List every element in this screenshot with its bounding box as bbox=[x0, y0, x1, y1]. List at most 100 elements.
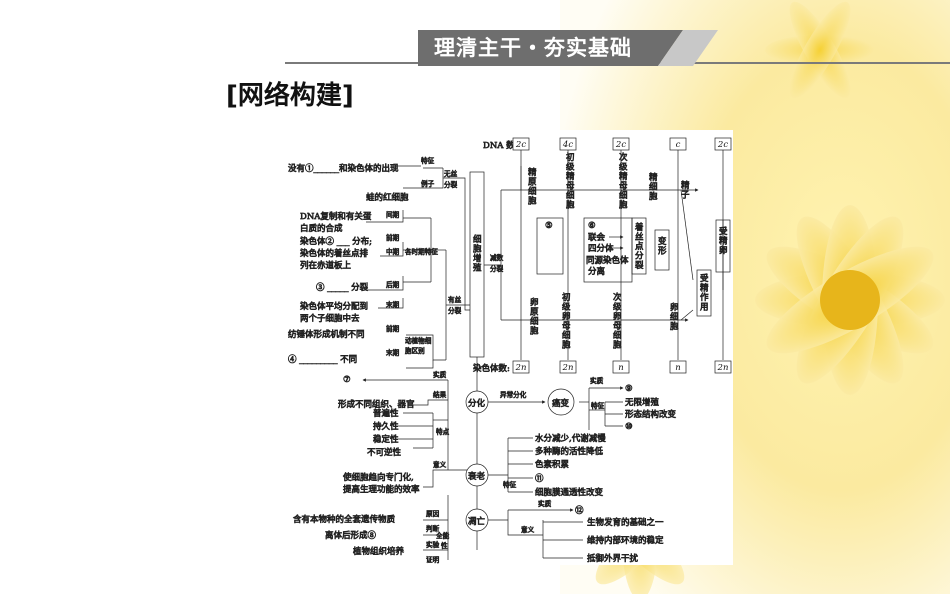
homolog-sep-1: 同源染色体 bbox=[586, 255, 629, 266]
flower-icon bbox=[755, 205, 945, 395]
chromosome-value-4: 2n bbox=[717, 363, 729, 373]
chromosome-box-1 bbox=[559, 360, 577, 374]
transform-label: 变形 bbox=[658, 236, 667, 257]
judgment-label: 判断 bbox=[426, 524, 440, 533]
apoptosis-meaning-label: 意义 bbox=[521, 525, 535, 534]
apoptosis-stability: 维持内部环境的稳定 bbox=[587, 535, 664, 546]
prophase-label: 前期 bbox=[386, 233, 400, 242]
diff-result-label: 结果 bbox=[433, 390, 447, 399]
aging-label: 衰老 bbox=[468, 471, 486, 482]
spermatid-label: 精细胞 bbox=[649, 172, 658, 202]
mitosis-division-label: 分裂 bbox=[448, 306, 462, 315]
amitosis-feature-label: 特征 bbox=[421, 156, 435, 165]
apoptosis-defense: 抵御外界干扰 bbox=[587, 553, 639, 564]
cytokinesis-text: ④ _________ 不同 bbox=[288, 355, 357, 365]
transform-box bbox=[654, 229, 670, 271]
aging-enzyme: 多种酶的活性降低 bbox=[535, 446, 604, 457]
universal: 普遍性 bbox=[373, 408, 399, 419]
metaphase-text-1: 染色体② ___ 分布; bbox=[300, 236, 372, 247]
fertilization-box bbox=[696, 269, 712, 317]
telophase-label: 末期 bbox=[386, 300, 400, 309]
meiosis-label: 减数 bbox=[490, 253, 504, 262]
dna-box-1 bbox=[559, 137, 577, 151]
homolog-sep-2: 分离 bbox=[588, 266, 605, 277]
secondary-spermatocyte-label: 次级精母细胞 bbox=[619, 152, 628, 211]
irreversible: 不可逆性 bbox=[367, 447, 402, 458]
aging-node bbox=[465, 463, 489, 487]
dna-box-4 bbox=[714, 137, 732, 151]
amitosis-example-label: 例子 bbox=[421, 179, 435, 188]
dna-box-0 bbox=[512, 137, 530, 151]
dna-value-2: 2c bbox=[615, 140, 626, 150]
diff-meaning-1: 使细胞趋向专门化, bbox=[343, 472, 414, 483]
blank-12: ⑫ bbox=[575, 506, 584, 516]
blank-10: ⑩ bbox=[625, 422, 633, 432]
chromosome-box-2 bbox=[612, 360, 630, 374]
fertilization-label: 受精作用 bbox=[700, 273, 709, 313]
aging-pigment: 色素积累 bbox=[535, 459, 569, 470]
diff-characteristic-label: 特点 bbox=[436, 427, 450, 436]
tissue-culture: 植物组织培养 bbox=[353, 546, 405, 557]
morph-change: 形态结构改变 bbox=[625, 409, 677, 420]
stable: 稳定性 bbox=[373, 434, 399, 445]
chromosome-box-3 bbox=[669, 360, 687, 374]
diff-essence-label: 实质 bbox=[433, 370, 447, 379]
cell-division-branch bbox=[361, 165, 470, 369]
secondary-oocyte-label: 次级卵母细胞 bbox=[613, 292, 622, 351]
dna-value-0: 2c bbox=[515, 140, 526, 150]
blank-5: ⑤ bbox=[545, 221, 553, 231]
primary-spermatocyte-label: 初级精母细胞 bbox=[566, 152, 575, 211]
chromosome-value-3: n bbox=[675, 363, 680, 373]
chromosome-value-0: 2n bbox=[515, 363, 527, 373]
metaphase-text-2: 染色体的着丝点排 bbox=[300, 248, 369, 259]
differentiation-label: 分化 bbox=[468, 398, 486, 409]
experiment-label: 实验 bbox=[426, 540, 440, 549]
aging-feature-label: 特征 bbox=[503, 480, 517, 489]
cell-proliferation-label: 细胞增殖 bbox=[473, 234, 482, 274]
synapsis-label: 联会 bbox=[588, 232, 606, 243]
tetrad-label: 四分体 bbox=[588, 243, 614, 254]
abnormal-diff-label: 异常分化 bbox=[500, 390, 527, 399]
centromere-box bbox=[631, 217, 647, 275]
interphase-text-2: 白质的合成 bbox=[300, 223, 343, 234]
reason-label: 原因 bbox=[426, 510, 440, 518]
section-title: [网络构建] bbox=[226, 81, 354, 111]
aging-water: 水分减少,代谢减慢 bbox=[535, 433, 606, 444]
dna-box-2 bbox=[612, 137, 630, 151]
meiosis-division-label: 分裂 bbox=[490, 264, 504, 273]
amitosis-label: 无丝 bbox=[444, 169, 458, 178]
dna-value-4: 2c bbox=[717, 140, 728, 150]
totipotency-label-2: 性 bbox=[441, 541, 448, 550]
period-features-label: 各时期特征 bbox=[405, 247, 438, 256]
apoptosis-node bbox=[465, 508, 489, 532]
blank-9: ⑨ bbox=[625, 384, 633, 394]
chromosome-row-label: 染色体数: bbox=[473, 363, 510, 374]
cancer-label: 癌变 bbox=[552, 398, 570, 409]
blank-5-box bbox=[536, 217, 564, 275]
diff-meaning-2: 提高生理功能的效率 bbox=[343, 484, 420, 495]
animal-plant-label-1: 动植物细 bbox=[405, 336, 432, 345]
interphase-label: 间期 bbox=[386, 211, 400, 219]
blank-8: 离体后形成⑧ bbox=[325, 530, 377, 541]
cancer-essence-label: 实质 bbox=[590, 376, 604, 385]
chromosome-value-1: 2n bbox=[562, 363, 574, 373]
dna-value-1: 4c bbox=[562, 140, 573, 150]
spindle-prophase-label: 前期 bbox=[386, 324, 400, 333]
totipotency-label-1: 全能 bbox=[436, 531, 450, 540]
blank-6: ⑥ bbox=[588, 221, 596, 231]
oogonia-label: 卵原细胞 bbox=[530, 297, 539, 337]
apoptosis-label: 凋亡 bbox=[468, 516, 486, 527]
mitosis-label: 有丝 bbox=[448, 295, 462, 304]
concept-map-panel: 没有①______和染色体的出现 特征 无丝 分裂 例子 蛙的红细胞 DNA复制… bbox=[283, 130, 733, 565]
interphase-text-1: DNA复制和有关蛋 bbox=[300, 211, 372, 222]
cytokinesis-telophase-label: 末期 bbox=[386, 348, 400, 357]
anaphase-text: ③ _____ 分裂 bbox=[316, 282, 369, 293]
persistent: 持久性 bbox=[373, 421, 399, 432]
meiosis-diagram bbox=[500, 150, 724, 360]
telophase-text-2: 两个子细胞中去 bbox=[300, 313, 360, 324]
flower-icon bbox=[765, 1, 875, 99]
dna-value-3: c bbox=[676, 140, 681, 150]
chromosome-box-0 bbox=[512, 360, 530, 374]
